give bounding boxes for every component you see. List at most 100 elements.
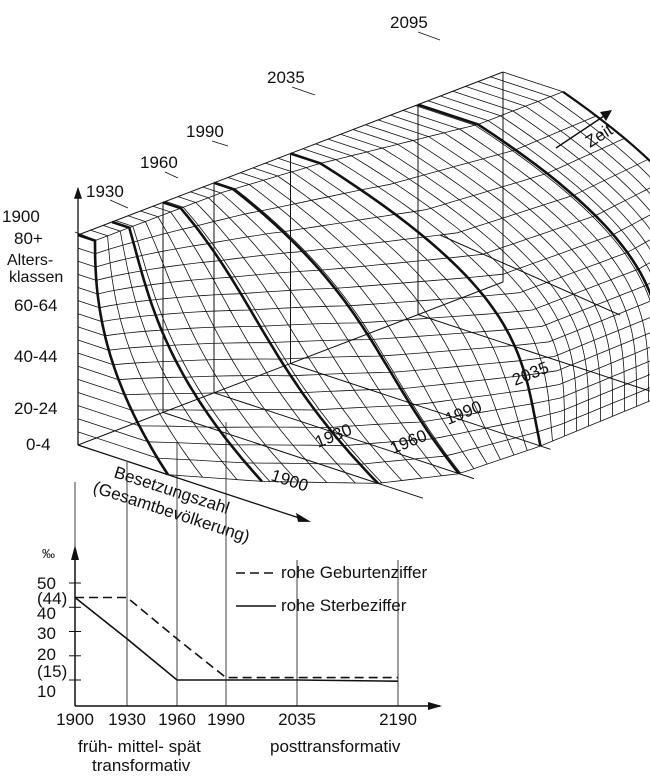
y-tick-label: 20 — [37, 645, 56, 664]
top-face-hatch-line — [440, 95, 501, 117]
time-profile-grid-line — [305, 167, 528, 451]
top-face-hatch-line — [252, 167, 278, 177]
time-profile-grid-line — [107, 235, 203, 478]
time-profile-grid-line — [500, 115, 650, 250]
time-profile-grid-line — [351, 155, 565, 437]
top-face-hatch-line — [390, 114, 445, 134]
phase-label: posttransformativ — [270, 737, 401, 756]
y-tick-label: 10 — [37, 682, 56, 701]
age-label: 0-4 — [26, 435, 51, 454]
top-face-hatch-line — [365, 124, 414, 141]
age-class-grid-line — [108, 282, 650, 351]
population-surface-diagram: 1930 1900 1960 1990 2035 2095 80+ Alters… — [2, 13, 650, 546]
top-face-hatch-line — [465, 86, 526, 107]
time-floor-edge-line — [439, 234, 621, 316]
time-profile-grid-line — [512, 110, 650, 230]
age-axis-arrow-icon — [74, 186, 82, 199]
top-face-hatch-line — [427, 100, 489, 121]
x-tick-label: 1960 — [158, 710, 196, 729]
time-profile-grid-line — [195, 202, 403, 481]
top-face-hatch-line — [402, 110, 460, 130]
top-face-hatch-line — [177, 196, 196, 203]
top-face-hatch-line — [340, 133, 383, 149]
year-profile-bold-line — [77, 233, 170, 476]
death-rate-line — [74, 596, 399, 682]
year-profile-bold-line — [111, 220, 263, 483]
time-axis-arrow-line — [555, 111, 611, 149]
label-leader-line — [291, 86, 316, 96]
x-tick-label: 2190 — [379, 710, 417, 729]
top-year-label: 1900 — [2, 207, 40, 226]
year-profile-bold-line — [213, 181, 461, 475]
time-profile-grid-line — [277, 175, 501, 460]
top-face-hatch-line — [90, 229, 108, 237]
front-face-hatch-line — [77, 247, 96, 255]
top-face-hatch-line — [115, 220, 133, 227]
front-face-hatch-line — [77, 274, 97, 281]
top-face-hatch-line — [140, 210, 159, 218]
side-year-label: 1930 — [312, 420, 354, 452]
top-face-hatch-line — [377, 119, 429, 137]
front-face-hatch-line — [77, 405, 140, 427]
time-profile-grid-line — [157, 216, 328, 483]
time-profile-grid-line — [170, 211, 356, 484]
legend-label-death: rohe Sterbeziffer — [281, 596, 407, 615]
y-tick-label: 50 — [37, 574, 56, 593]
top-face-hatch-line — [315, 143, 352, 157]
year-profile-bold-line — [162, 201, 379, 485]
time-profile-grid-line — [537, 101, 650, 195]
y-annotation: (44) — [37, 589, 67, 608]
age-class-grid-line — [94, 115, 597, 255]
top-face-hatch-line — [190, 191, 209, 199]
time-profile-grid-line — [248, 184, 475, 469]
front-face-hatch-line — [77, 287, 98, 295]
front-face-hatch-line — [77, 379, 125, 396]
top-face-hatch-line — [165, 201, 184, 208]
front-face-hatch-line — [77, 418, 149, 443]
top-face-hatch-line — [352, 129, 398, 145]
front-face-hatch-line — [77, 300, 100, 309]
time-profile-grid-line — [366, 151, 577, 432]
top-face-hatch-line — [265, 162, 293, 173]
time-profile-grid-line — [459, 128, 649, 402]
top-year-label: 1930 — [86, 182, 124, 201]
x-tick-label: 1990 — [207, 710, 245, 729]
label-leader-line — [109, 199, 129, 209]
time-profile-grid-line — [397, 143, 601, 422]
time-profile-grid-line — [474, 124, 650, 302]
top-face-hatch-line — [240, 172, 264, 181]
top-year-label: 2095 — [390, 13, 428, 32]
top-year-label: 1990 — [186, 122, 224, 141]
population-axis-arrow-icon — [296, 512, 311, 522]
age-label-80plus: 80+ — [14, 229, 43, 248]
top-face-hatch-line — [327, 138, 367, 153]
front-face-hatch-line — [77, 431, 158, 459]
label-leader-line — [164, 171, 179, 179]
y-annotation: (15) — [37, 662, 67, 681]
top-face-hatch-line — [502, 71, 564, 93]
y-tick-label: 40 — [37, 604, 56, 623]
chart-x-axis-arrow-icon — [428, 702, 442, 710]
front-face-hatch-line — [77, 326, 106, 337]
time-profile-grid-line — [220, 192, 442, 477]
top-face-hatch-line — [152, 205, 171, 213]
x-tick-label: 1900 — [56, 710, 94, 729]
top-face-hatch-line — [277, 157, 307, 168]
time-profile-grid-line — [234, 188, 461, 474]
side-year-label: 2035 — [509, 358, 551, 390]
front-face-hatch-line — [77, 365, 119, 381]
surface-axes — [74, 31, 650, 522]
x-tick-label: 1930 — [108, 710, 146, 729]
time-profile-grid-line — [550, 96, 650, 178]
top-face-hatch-line — [452, 90, 514, 112]
year-profile-bold-line — [417, 103, 650, 297]
x-tick-label: 2035 — [278, 710, 316, 729]
time-profile-grid-line — [119, 231, 238, 480]
time-axis-arrow-icon — [600, 110, 612, 121]
year-profile-bold-line — [290, 152, 542, 447]
age-axis-title: Alters- — [7, 252, 53, 269]
side-year-label: 1990 — [442, 397, 484, 429]
age-label: 20-24 — [14, 399, 57, 418]
front-face-hatch-line — [77, 339, 109, 351]
top-face-hatch-line — [302, 148, 337, 160]
